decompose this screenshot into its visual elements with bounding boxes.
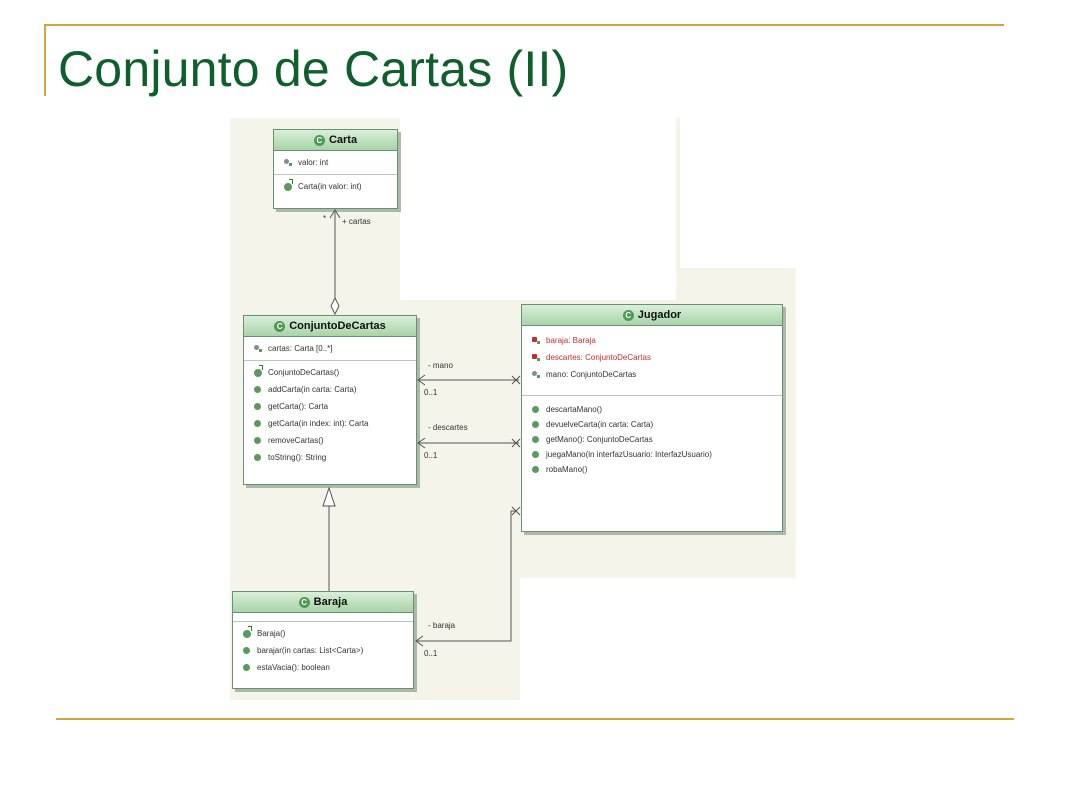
constructor-icon <box>254 364 263 377</box>
class-jugador[interactable]: C Jugador baraja: Baraja descartes: Conj… <box>521 304 783 532</box>
constructor-icon <box>243 625 252 638</box>
multiplicity-cartas: * <box>323 214 327 223</box>
class-carta[interactable]: C Carta valor: int Carta(in valor: int) <box>273 129 398 209</box>
multiplicity-descartes: 0..1 <box>424 451 438 460</box>
arrow-head <box>329 209 341 219</box>
method-icon <box>243 664 250 671</box>
method-icon <box>254 420 261 427</box>
attribute-row: cartas: Carta [0..*] <box>244 340 416 357</box>
class-baraja-header: C Baraja <box>233 592 413 613</box>
method-icon <box>254 454 261 461</box>
method-row: estaVacia(): boolean <box>233 659 413 676</box>
aggregation-diamond <box>330 296 340 316</box>
method-row: robaMano() <box>522 462 782 477</box>
attribute-row: descartes: ConjuntoDeCartas <box>522 349 782 366</box>
method-row: juegaMano(in interfazUsuario: InterfazUs… <box>522 447 782 462</box>
method-icon <box>243 647 250 654</box>
role-label-descartes: - descartes <box>428 423 468 432</box>
method-row: getCarta(in index: int): Carta <box>244 415 416 432</box>
class-icon: C <box>298 596 310 608</box>
attribute-row: baraja: Baraja <box>522 332 782 349</box>
class-baraja-name: Baraja <box>313 596 348 608</box>
class-carta-attributes: valor: int <box>274 151 397 175</box>
attribute-row: mano: ConjuntoDeCartas <box>522 366 782 383</box>
class-jugador-header: C Jugador <box>522 305 782 326</box>
class-conjunto-header: C ConjuntoDeCartas <box>244 316 416 337</box>
method-row: devuelveCarta(in carta: Carta) <box>522 417 782 432</box>
class-conjunto-name: ConjuntoDeCartas <box>289 320 386 332</box>
class-carta-header: C Carta <box>274 130 397 151</box>
method-row: Baraja() <box>233 625 413 642</box>
method-icon <box>532 406 539 413</box>
method-icon <box>254 437 261 444</box>
diagram-background-panel <box>680 118 796 268</box>
constructor-icon <box>284 178 293 191</box>
method-row: Carta(in valor: int) <box>274 178 397 195</box>
navigability-x-mark <box>511 438 521 448</box>
class-carta-methods: Carta(in valor: int) <box>274 175 397 198</box>
bottom-rule <box>56 718 1014 720</box>
arrow-head <box>417 437 426 449</box>
top-rule <box>44 24 1004 26</box>
field-icon <box>532 370 541 379</box>
class-baraja[interactable]: C Baraja Baraja() barajar(in cartas: Lis… <box>232 591 414 689</box>
arrow-head <box>417 374 426 386</box>
method-row: getMano(): ConjuntoDeCartas <box>522 432 782 447</box>
class-jugador-attributes: baraja: Baraja descartes: ConjuntoDeCart… <box>522 326 782 396</box>
method-icon <box>532 466 539 473</box>
class-icon: C <box>274 320 286 332</box>
role-label-baraja: - baraja <box>428 621 456 630</box>
diagram-background-panel <box>400 118 676 300</box>
method-row: descartaMano() <box>522 402 782 417</box>
class-baraja-attributes <box>233 613 413 622</box>
class-carta-name: Carta <box>328 134 358 146</box>
private-field-icon <box>532 353 541 362</box>
multiplicity-baraja: 0..1 <box>424 649 438 658</box>
role-label-cartas: + cartas <box>342 217 371 226</box>
navigability-x-mark <box>511 375 521 385</box>
method-icon <box>532 421 539 428</box>
class-icon: C <box>622 309 634 321</box>
method-row: toString(): String <box>244 449 416 466</box>
diagram-background-panel <box>520 578 796 700</box>
multiplicity-mano: 0..1 <box>424 388 438 397</box>
slide-title: Conjunto de Cartas (II) <box>58 41 569 97</box>
method-row: getCarta(): Carta <box>244 398 416 415</box>
class-conjunto-attributes: cartas: Carta [0..*] <box>244 337 416 361</box>
method-icon <box>532 451 539 458</box>
field-icon <box>284 158 293 167</box>
class-baraja-methods: Baraja() barajar(in cartas: List<Carta>)… <box>233 622 413 679</box>
attribute-row: valor: int <box>274 154 397 171</box>
role-label-mano: - mano <box>428 361 453 370</box>
class-icon: C <box>313 134 325 146</box>
class-conjuntodecartas[interactable]: C ConjuntoDeCartas cartas: Carta [0..*] … <box>243 315 417 485</box>
navigability-x-mark <box>511 506 521 516</box>
class-conjunto-methods: ConjuntoDeCartas() addCarta(in carta: Ca… <box>244 361 416 469</box>
method-row: ConjuntoDeCartas() <box>244 364 416 381</box>
class-jugador-name: Jugador <box>637 309 682 321</box>
field-icon <box>254 344 263 353</box>
private-field-icon <box>532 336 541 345</box>
association-baraja-line <box>416 510 516 642</box>
method-row: removeCartas() <box>244 432 416 449</box>
arrow-head <box>415 635 424 647</box>
method-icon <box>532 436 539 443</box>
method-row: addCarta(in carta: Carta) <box>244 381 416 398</box>
method-row: barajar(in cartas: List<Carta>) <box>233 642 413 659</box>
class-jugador-methods: descartaMano() devuelveCarta(in carta: C… <box>522 396 782 480</box>
generalization-triangle <box>322 486 336 507</box>
method-icon <box>254 386 261 393</box>
method-icon <box>254 403 261 410</box>
left-rule <box>44 24 46 96</box>
